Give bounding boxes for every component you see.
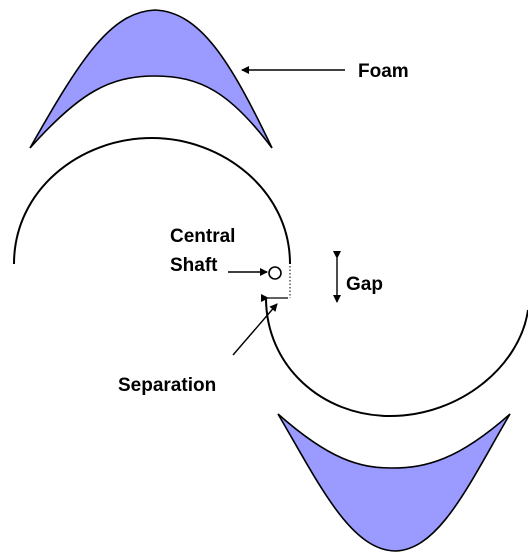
upper-arc bbox=[13, 136, 291, 265]
foam-label: Foam bbox=[358, 61, 409, 82]
separation-pointer-arrow bbox=[232, 303, 278, 356]
lower-arc bbox=[265, 297, 528, 418]
shaft-label: Shaft bbox=[170, 255, 218, 276]
central-label: Central bbox=[170, 226, 235, 247]
central-shaft-circle bbox=[268, 266, 282, 280]
gap-label: Gap bbox=[346, 274, 383, 295]
foam-top bbox=[29, 9, 273, 149]
foam-bottom bbox=[277, 413, 511, 552]
separation-label: Separation bbox=[118, 375, 216, 396]
